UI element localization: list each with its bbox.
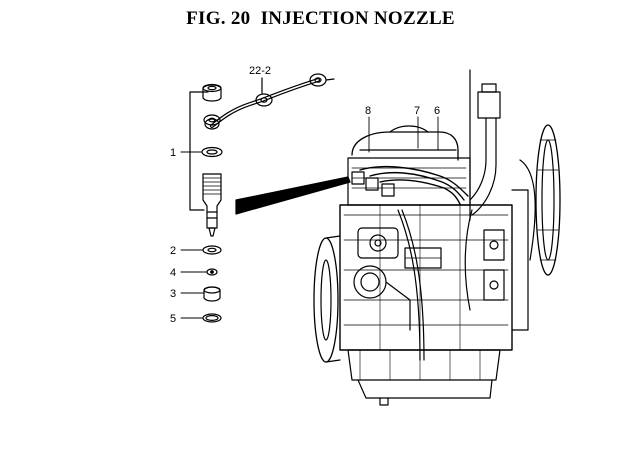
nozzle-nut-3 <box>203 286 221 302</box>
callout-7: 7 <box>414 105 420 117</box>
nozzle-gasket-2 <box>202 245 222 255</box>
nozzle-holder <box>202 173 222 229</box>
callout-22-2: 22-2 <box>249 65 271 77</box>
engine-assembly <box>313 69 561 406</box>
callout-4: 4 <box>170 267 176 279</box>
callout-leaders <box>180 116 439 319</box>
leak-off-pipe <box>204 73 335 130</box>
figure-title: FIG. 20 INJECTION NOZZLE <box>186 8 455 29</box>
location-pointer <box>235 176 351 215</box>
callout-3: 3 <box>170 288 176 300</box>
callout-1: 1 <box>170 147 176 159</box>
callout-2: 2 <box>170 245 176 257</box>
copper-washer-1 <box>201 146 223 158</box>
callout-6: 6 <box>434 105 440 117</box>
callout-8: 8 <box>365 105 371 117</box>
callout-5: 5 <box>170 313 176 325</box>
